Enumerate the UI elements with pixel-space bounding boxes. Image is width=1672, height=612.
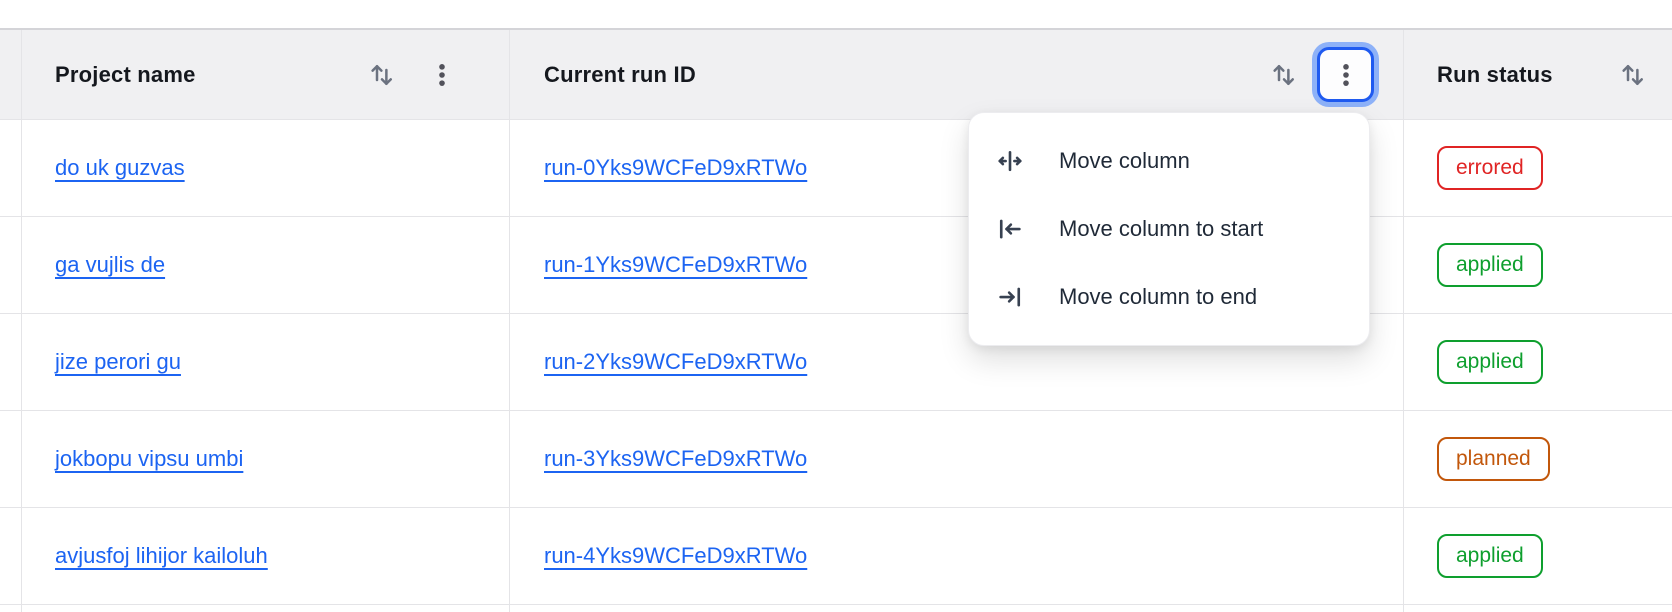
menu-item-move-column-to-end[interactable]: Move column to end <box>969 263 1369 331</box>
column-label: Run status <box>1437 61 1553 87</box>
leading-spacer-column <box>0 605 22 612</box>
sort-button[interactable] <box>367 60 397 90</box>
menu-item-label: Move column to end <box>1059 284 1258 309</box>
table-row: jokbopu vipsu umbi run-3Yks9WCFeD9xRTWo … <box>0 411 1672 508</box>
status-badge: applied <box>1437 340 1543 384</box>
status-badge: applied <box>1437 243 1543 287</box>
projects-table: Project name Current run ID <box>0 28 1672 612</box>
run-id-link[interactable]: run-0Yks9WCFeD9xRTWo <box>544 155 808 180</box>
project-link[interactable]: avjusfoj lihijor kailoluh <box>55 543 268 568</box>
run-status-cell: applied <box>1404 217 1672 313</box>
sort-button[interactable] <box>1269 60 1299 90</box>
partial-cell <box>1404 605 1672 612</box>
table-row: ga vujlis de run-1Yks9WCFeD9xRTWo applie… <box>0 217 1672 314</box>
project-link[interactable]: ga vujlis de <box>55 252 166 277</box>
menu-item-move-column-to-start[interactable]: Move column to start <box>969 195 1369 263</box>
run-status-cell: errored <box>1404 120 1672 216</box>
project-link[interactable]: do uk guzvas <box>55 155 185 180</box>
run-status-cell: applied <box>1404 314 1672 410</box>
project-name-cell: ga vujlis de <box>22 217 510 313</box>
sort-arrows-icon <box>1622 64 1643 85</box>
sort-button[interactable] <box>1618 60 1648 90</box>
leading-spacer-column <box>0 508 22 604</box>
project-link[interactable]: jize perori gu <box>55 349 181 374</box>
run-status-cell: planned <box>1404 411 1672 507</box>
move-column-to-end-icon <box>999 287 1021 307</box>
table-row: jize perori gu run-2Yks9WCFeD9xRTWo appl… <box>0 314 1672 411</box>
run-id-cell: run-4Yks9WCFeD9xRTWo <box>510 508 1404 604</box>
run-id-link[interactable]: run-3Yks9WCFeD9xRTWo <box>544 446 808 471</box>
kebab-icon <box>1342 63 1349 86</box>
run-id-cell: run-0Yks9WCFeD9xRTWo <box>510 120 1404 216</box>
project-name-cell: avjusfoj lihijor kailoluh <box>22 508 510 604</box>
leading-spacer-column <box>0 314 22 410</box>
leading-spacer-column <box>0 411 22 507</box>
leading-spacer-column <box>0 217 22 313</box>
run-id-cell: run-2Yks9WCFeD9xRTWo <box>510 314 1404 410</box>
status-badge: applied <box>1437 534 1543 578</box>
menu-item-label: Move column to start <box>1059 216 1264 241</box>
status-badge: errored <box>1437 146 1543 190</box>
sort-arrows-icon <box>1273 64 1294 85</box>
run-id-cell: run-1Yks9WCFeD9xRTWo <box>510 217 1404 313</box>
project-link[interactable]: jokbopu vipsu umbi <box>55 446 244 471</box>
leading-spacer-column <box>0 30 22 119</box>
column-label: Current run ID <box>544 61 696 87</box>
column-menu-button-active[interactable] <box>1317 47 1374 102</box>
project-name-cell: jize perori gu <box>22 314 510 410</box>
column-menu-button[interactable] <box>427 53 457 97</box>
move-column-to-start-icon <box>999 219 1021 239</box>
kebab-icon <box>439 63 445 86</box>
run-id-link[interactable]: run-2Yks9WCFeD9xRTWo <box>544 349 808 374</box>
column-label: Project name <box>55 61 196 87</box>
partial-next-row <box>0 605 1672 612</box>
partial-cell <box>510 605 1404 612</box>
status-badge: planned <box>1437 437 1550 481</box>
project-name-cell: do uk guzvas <box>22 120 510 216</box>
leading-spacer-column <box>0 120 22 216</box>
column-menu-popup: Move column Move column to start Move co… <box>968 112 1370 346</box>
table-body: do uk guzvas run-0Yks9WCFeD9xRTWo errore… <box>0 120 1672 605</box>
column-header-run-status: Run status <box>1404 30 1672 119</box>
run-id-link[interactable]: run-4Yks9WCFeD9xRTWo <box>544 543 808 568</box>
project-name-cell: jokbopu vipsu umbi <box>22 411 510 507</box>
table-row: avjusfoj lihijor kailoluh run-4Yks9WCFeD… <box>0 508 1672 605</box>
sort-arrows-icon <box>371 64 392 85</box>
menu-item-label: Move column <box>1059 148 1190 173</box>
partial-cell <box>22 605 510 612</box>
run-id-link[interactable]: run-1Yks9WCFeD9xRTWo <box>544 252 808 277</box>
menu-item-move-column[interactable]: Move column <box>969 127 1369 195</box>
move-column-icon <box>998 150 1022 172</box>
column-header-current-run-id: Current run ID <box>510 30 1404 119</box>
run-status-cell: applied <box>1404 508 1672 604</box>
table-row: do uk guzvas run-0Yks9WCFeD9xRTWo errore… <box>0 120 1672 217</box>
table-header-row: Project name Current run ID <box>0 30 1672 120</box>
run-id-cell: run-3Yks9WCFeD9xRTWo <box>510 411 1404 507</box>
column-header-project-name: Project name <box>22 30 510 119</box>
